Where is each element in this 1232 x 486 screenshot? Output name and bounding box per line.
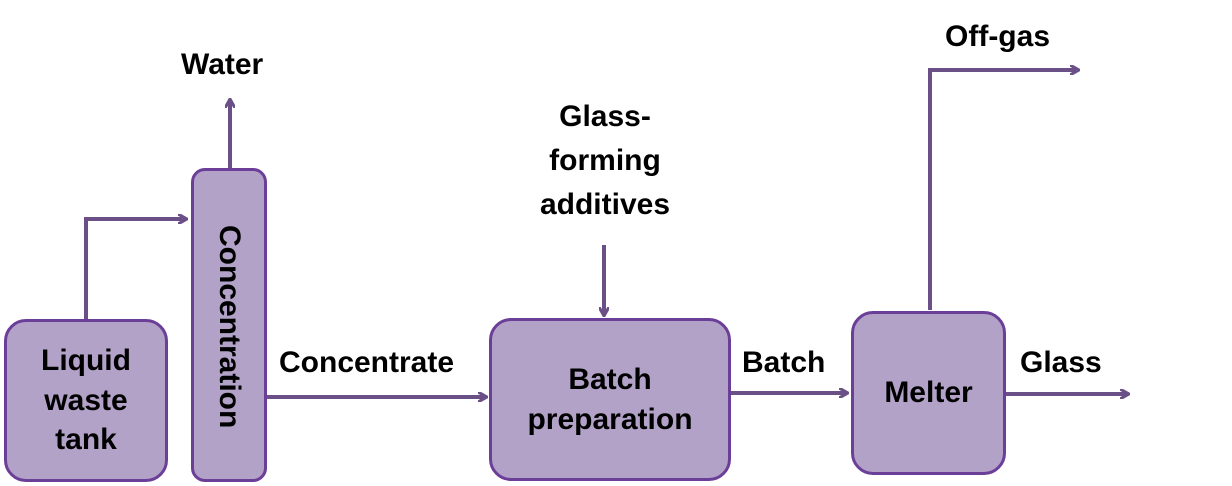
batch-preparation-label-line-2: preparation (527, 402, 693, 436)
concentration-label: Concentration (213, 225, 246, 429)
glass-forming-additives-label: Glass- forming additives (524, 95, 686, 227)
concentration-box (191, 168, 267, 482)
additives-label-line-1: Glass- (559, 100, 651, 133)
additives-label-line-2: forming (549, 144, 661, 177)
water-label: Water (181, 48, 264, 81)
melter-box: Melter (851, 311, 1006, 475)
additives-label-line-3: additives (539, 188, 671, 221)
liquid-waste-tank-box: Liquid waste tank (4, 319, 168, 482)
liquid-waste-tank-label-line-2: waste (44, 383, 128, 417)
melter-label: Melter (884, 376, 973, 410)
concentrate-label: Concentrate (279, 346, 455, 379)
batch-preparation-label-line-1: Batch (568, 362, 652, 396)
off-gas-label: Off-gas (945, 20, 1050, 53)
batch-preparation-box: Batch preparation (489, 318, 731, 481)
glass-label: Glass (1020, 346, 1102, 379)
liquid-waste-tank-label-line-1: Liquid (41, 344, 131, 378)
batch-label: Batch (742, 346, 826, 379)
arrow-melter-to-off-gas (928, 70, 1078, 310)
liquid-waste-tank-label-line-3: tank (55, 423, 117, 457)
arrow-tank-to-concentration (84, 219, 186, 320)
